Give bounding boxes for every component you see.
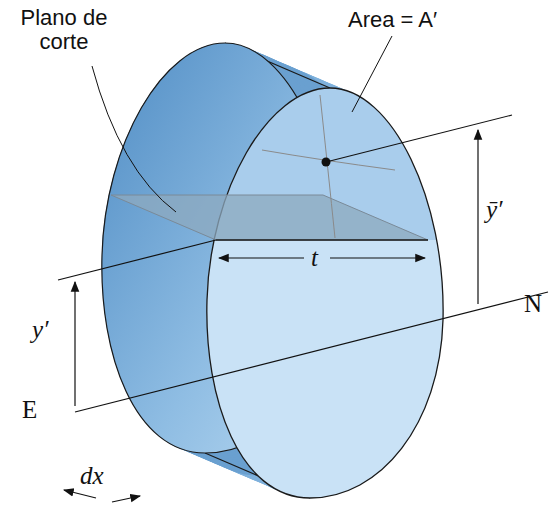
part-label: Area = A′ xyxy=(348,8,437,32)
cut-edge xyxy=(216,239,428,240)
dimension-label: dx xyxy=(80,462,104,490)
extruded-side xyxy=(102,43,443,498)
leader-line xyxy=(92,66,176,212)
dx-dimension xyxy=(112,496,140,502)
dimension-label: y′ xyxy=(32,316,49,344)
cutting-plane xyxy=(111,195,428,240)
part-label: Plano de corte xyxy=(6,6,122,54)
t-dimension xyxy=(219,257,304,258)
leader-line xyxy=(352,36,392,112)
centroid-guide xyxy=(262,150,395,170)
axis-label: N xyxy=(524,290,542,318)
centroid-guide xyxy=(320,95,335,238)
neutral-axis xyxy=(75,292,548,412)
ybar-prime-dimension xyxy=(477,130,478,304)
t-dimension xyxy=(330,257,425,258)
dimension-label: t xyxy=(311,244,318,272)
cut-level-line xyxy=(58,240,216,280)
dx-dimension xyxy=(64,490,96,498)
centroid-line xyxy=(326,115,512,162)
y-prime-dimension xyxy=(74,282,75,406)
front-outline xyxy=(207,88,443,498)
axis-label: E xyxy=(22,396,37,424)
dimension-label: ȳ′ xyxy=(486,196,503,224)
